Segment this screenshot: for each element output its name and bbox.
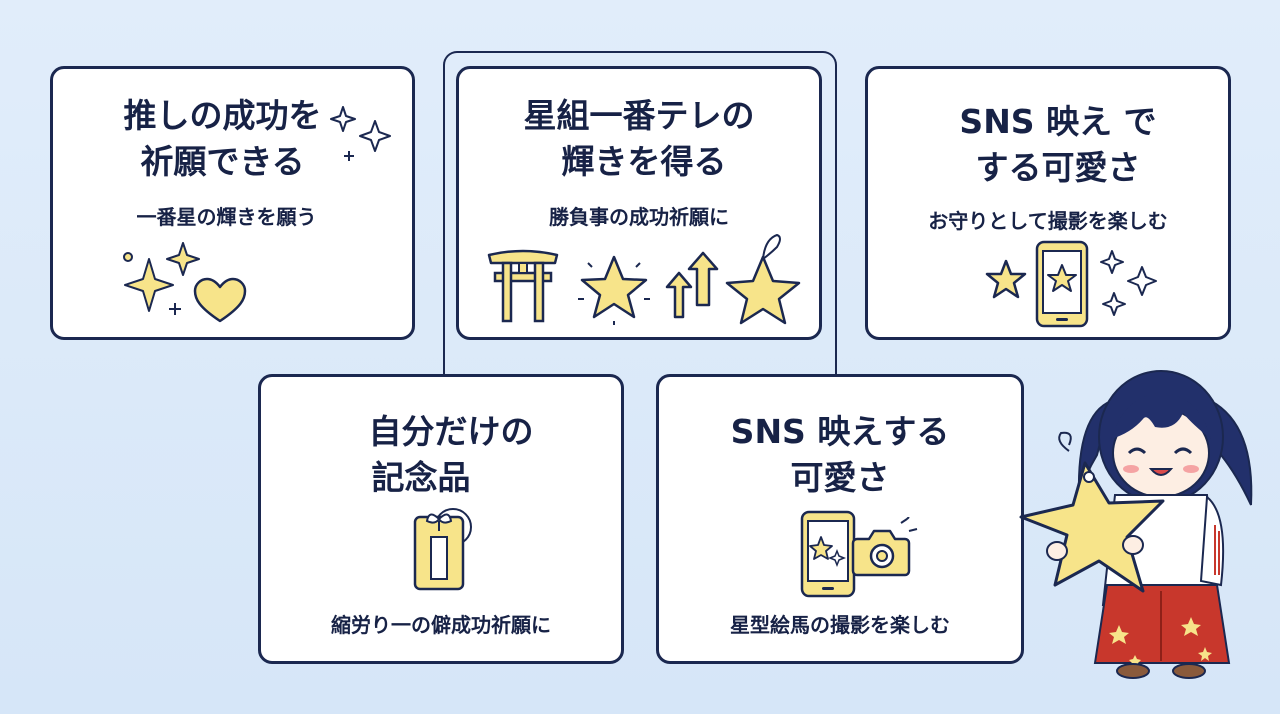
card-title-line1: 自分だけの [368,412,534,451]
sparkle-icon [1100,250,1157,316]
card-title-line1: SNS 映えする [730,412,950,451]
heart-icon [193,277,247,323]
arrows-up-icon [665,251,719,319]
benefit-card-shine: 星組一番テレの 輝きを得る 勝負事の成功祈願に [456,66,822,340]
card-title-line2: 輝きを得る [561,142,727,181]
card-title-line2: 可愛さ [790,458,890,497]
benefit-card-wish: 推しの成功を 祈願できる 一番星の輝きを願う [50,66,415,340]
smartphone-star-icon [1035,240,1089,328]
benefit-card-sns-cute: SNS 映えする 可愛さ 星型絵馬の撮影を楽しむ [656,374,1024,664]
star-icon [985,259,1027,299]
card-subtitle: 一番星の輝きを願う [136,205,317,229]
benefit-card-sns: SNS 映え で する可愛さ お守りとして撮影を楽しむ [865,66,1231,340]
star-ema-icon [725,233,801,325]
sparkle-icon [123,242,200,315]
card-title-line1: 星組一番テレの [523,96,755,135]
card-title-line2: 記念品 [371,458,471,497]
star-icon [578,255,650,325]
benefit-card-memento: 自分だけの 記念品 縮労り一の僻成功祈願に [258,374,624,664]
card-subtitle: お守りとして撮影を楽しむ [928,209,1168,233]
sparkle-icon [330,106,391,161]
torii-gate-icon [487,249,559,323]
card-subtitle: 縮労り一の僻成功祈願に [331,613,551,637]
card-title-line1: 推しの成功を [123,96,322,135]
card-subtitle: 星型絵馬の撮影を楽しむ [730,613,950,637]
camera-icon [851,517,918,577]
card-title-line2: 祈願できる [140,142,305,181]
connector-line [443,51,837,376]
shrine-maiden-character [1019,370,1253,679]
omamori-icon [413,508,472,591]
card-title-line1: SNS 映え で [959,102,1157,141]
card-subtitle: 勝負事の成功祈願に [549,205,729,229]
card-title-line2: する可愛さ [975,148,1141,187]
smartphone-icon [800,510,856,598]
